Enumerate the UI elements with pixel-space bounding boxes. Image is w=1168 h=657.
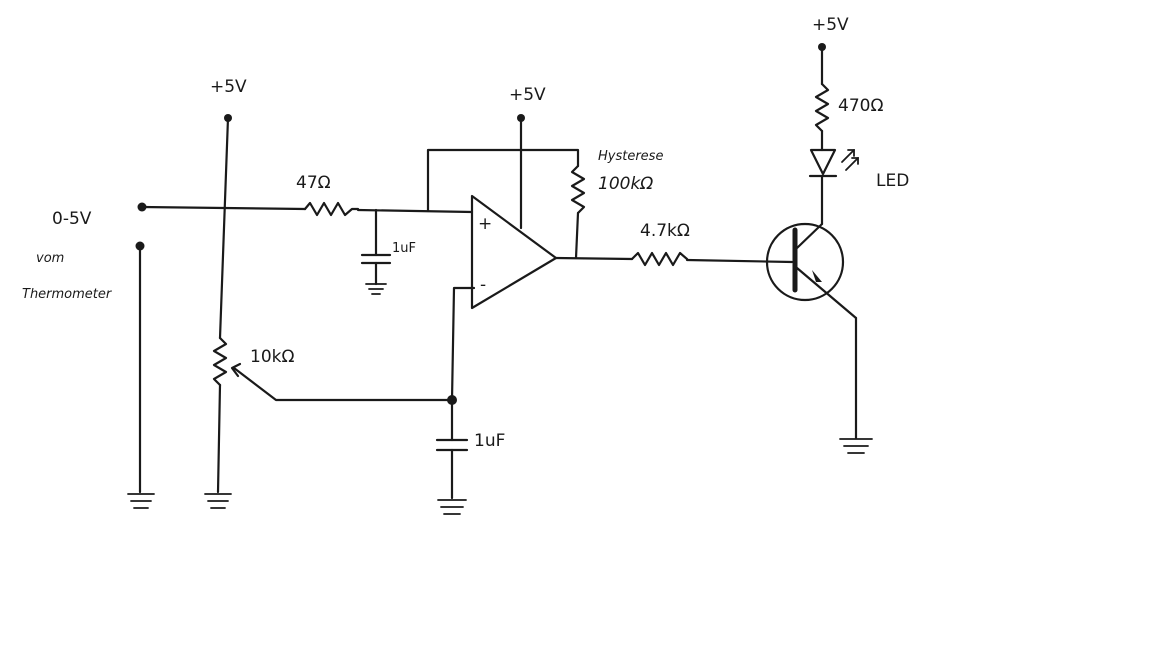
supply-pot-label: +5V — [210, 77, 247, 97]
resistor-led — [814, 82, 830, 133]
minus-input-wire — [450, 286, 476, 402]
resistor-base — [630, 251, 689, 267]
ground-symbol — [839, 438, 873, 454]
pot-ground-wire — [216, 383, 222, 494]
transistor-emitter — [795, 266, 858, 320]
opamp-plus-label: + — [478, 214, 492, 234]
pot-wiper-arrow — [230, 362, 242, 378]
opamp-triangle — [470, 194, 558, 310]
input-voltage-label: 0-5V — [52, 209, 92, 229]
opamp-output-wire — [554, 256, 634, 261]
transistor-collector — [795, 222, 824, 250]
feedback-output-wire — [574, 211, 580, 260]
led-light-arrows-icon — [841, 149, 859, 171]
resistor-led-label: 470Ω — [838, 96, 883, 116]
capacitor-input — [360, 208, 392, 286]
sensor-label-line1: vom — [36, 251, 64, 266]
potentiometer — [212, 336, 228, 387]
resistor-base-label: 4.7kΩ — [640, 221, 690, 241]
input-terminal — [135, 202, 147, 494]
input-wire — [140, 205, 307, 211]
supply-opamp-label: +5V — [509, 85, 546, 105]
opamp-minus-label: - — [480, 275, 486, 295]
ground-symbol — [365, 283, 387, 295]
base-wire — [685, 258, 794, 264]
resistor-47 — [303, 201, 360, 217]
led-diode — [809, 148, 837, 176]
emitter-arrow — [812, 270, 822, 282]
capacitor-input-label: 1uF — [392, 241, 416, 256]
resistor-47-label: 47Ω — [296, 173, 331, 193]
potentiometer-label: 10kΩ — [250, 347, 294, 367]
pot-wiper-wire — [232, 366, 454, 402]
feedback-wire — [426, 148, 580, 213]
ground-symbol — [127, 493, 155, 509]
ground-symbol — [437, 499, 467, 515]
capacitor-ref-label: 1uF — [474, 431, 505, 451]
transistor-circle — [765, 222, 845, 302]
sensor-label-line2: Thermometer — [22, 287, 113, 302]
resistor-hysteresis — [570, 164, 586, 215]
supply-led-label: +5V — [812, 15, 849, 35]
pot-supply-wire — [218, 116, 230, 340]
capacitor-ref — [435, 398, 469, 500]
led-label: LED — [876, 171, 909, 191]
hysteresis-label-line2: 100kΩ — [598, 174, 653, 194]
ground-symbol — [204, 493, 232, 509]
hysteresis-label-line1: Hysterese — [598, 149, 663, 164]
